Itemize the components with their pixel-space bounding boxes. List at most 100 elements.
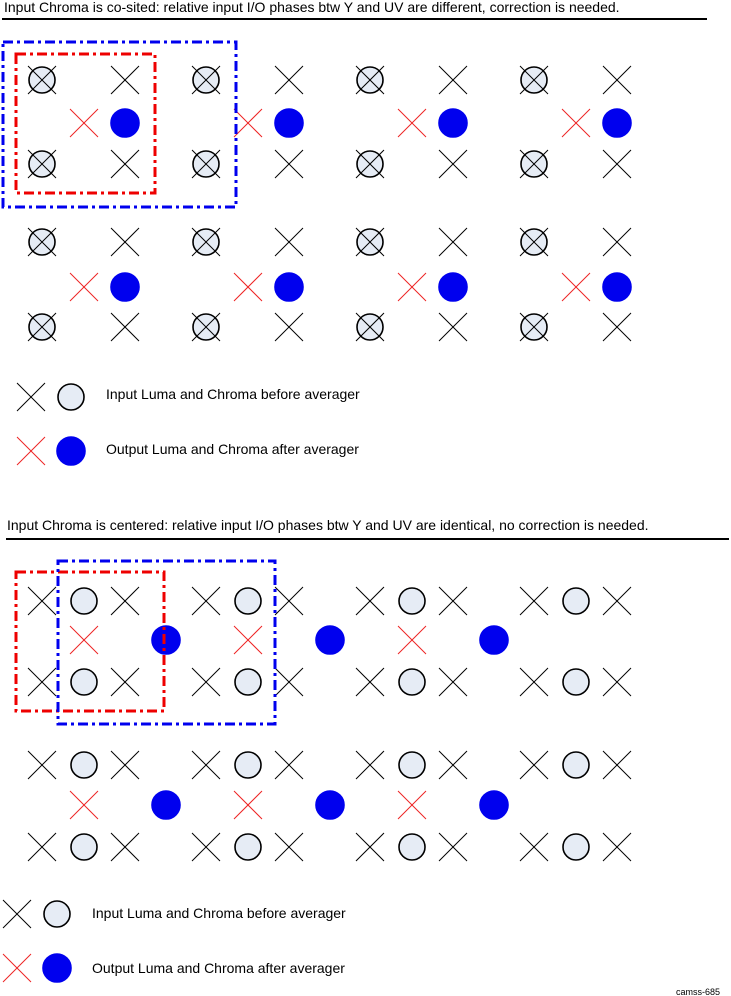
input-luma-sample bbox=[519, 312, 549, 342]
sample-grid bbox=[1, 40, 632, 983]
input-luma-sample bbox=[27, 149, 57, 179]
output-chroma-sample bbox=[274, 108, 304, 138]
input-luma-sample bbox=[110, 750, 140, 780]
input-luma-sample bbox=[27, 586, 57, 616]
output-window-box bbox=[14, 52, 157, 195]
input-chroma-sample bbox=[234, 587, 262, 615]
legend-output-cross-icon bbox=[16, 436, 46, 466]
input-luma-sample bbox=[110, 227, 140, 257]
input-chroma-sample bbox=[70, 587, 98, 615]
input-luma-sample bbox=[191, 667, 221, 697]
input-luma-sample bbox=[519, 586, 549, 616]
input-chroma-sample bbox=[562, 587, 590, 615]
input-luma-sample bbox=[355, 750, 385, 780]
input-chroma-sample bbox=[398, 833, 426, 861]
input-luma-sample bbox=[438, 227, 468, 257]
output-chroma-sample bbox=[315, 625, 345, 655]
legend-output-dot-icon bbox=[42, 953, 72, 983]
input-luma-sample bbox=[438, 667, 468, 697]
input-luma-sample bbox=[191, 750, 221, 780]
output-chroma-sample bbox=[274, 272, 304, 302]
output-chroma-sample bbox=[602, 108, 632, 138]
input-luma-sample bbox=[438, 750, 468, 780]
output-luma-sample bbox=[561, 272, 591, 302]
output-chroma-sample bbox=[438, 272, 468, 302]
input-chroma-sample bbox=[562, 833, 590, 861]
input-luma-sample bbox=[274, 667, 304, 697]
input-luma-sample bbox=[602, 149, 632, 179]
input-luma-sample bbox=[438, 832, 468, 862]
output-chroma-sample bbox=[110, 272, 140, 302]
bottom-legend-output-label: Output Luma and Chroma after averager bbox=[92, 960, 345, 976]
output-luma-sample bbox=[397, 625, 427, 655]
input-luma-sample bbox=[438, 149, 468, 179]
input-luma-sample bbox=[602, 832, 632, 862]
output-luma-sample bbox=[69, 272, 99, 302]
input-luma-sample bbox=[274, 586, 304, 616]
input-luma-sample bbox=[355, 312, 385, 342]
input-chroma-sample bbox=[234, 833, 262, 861]
input-window-box bbox=[1, 40, 238, 209]
input-luma-sample bbox=[110, 312, 140, 342]
input-luma-sample bbox=[191, 832, 221, 862]
output-chroma-sample bbox=[151, 625, 181, 655]
input-luma-sample bbox=[110, 832, 140, 862]
input-luma-sample bbox=[355, 149, 385, 179]
output-chroma-sample bbox=[479, 625, 509, 655]
input-chroma-sample bbox=[562, 668, 590, 696]
input-chroma-sample bbox=[234, 751, 262, 779]
output-luma-sample bbox=[233, 625, 263, 655]
input-luma-sample bbox=[355, 65, 385, 95]
input-luma-sample bbox=[110, 586, 140, 616]
top-legend-input-label: Input Luma and Chroma before averager bbox=[106, 386, 360, 402]
input-chroma-sample bbox=[398, 668, 426, 696]
bottom-title: Input Chroma is centered: relative input… bbox=[7, 517, 649, 533]
input-luma-sample bbox=[355, 832, 385, 862]
input-luma-sample bbox=[274, 832, 304, 862]
output-chroma-sample bbox=[315, 790, 345, 820]
input-luma-sample bbox=[355, 227, 385, 257]
input-luma-sample bbox=[27, 667, 57, 697]
output-luma-sample bbox=[397, 790, 427, 820]
input-chroma-sample bbox=[70, 668, 98, 696]
input-window-box bbox=[56, 559, 277, 726]
output-chroma-sample bbox=[438, 108, 468, 138]
input-luma-sample bbox=[438, 586, 468, 616]
input-luma-sample bbox=[519, 667, 549, 697]
input-luma-sample bbox=[602, 65, 632, 95]
input-luma-sample bbox=[27, 227, 57, 257]
top-legend-output-label: Output Luma and Chroma after averager bbox=[106, 441, 359, 457]
input-luma-sample bbox=[602, 586, 632, 616]
legend-output-cross-icon bbox=[2, 953, 32, 983]
bottom-legend-input-label: Input Luma and Chroma before averager bbox=[92, 905, 346, 921]
input-luma-sample bbox=[27, 312, 57, 342]
output-luma-sample bbox=[69, 108, 99, 138]
output-luma-sample bbox=[69, 625, 99, 655]
input-luma-sample bbox=[191, 586, 221, 616]
input-luma-sample bbox=[110, 65, 140, 95]
output-chroma-sample bbox=[479, 790, 509, 820]
input-luma-sample bbox=[191, 149, 221, 179]
legend-input-cross-icon bbox=[2, 899, 32, 929]
input-chroma-sample bbox=[70, 751, 98, 779]
input-luma-sample bbox=[27, 65, 57, 95]
output-window-box bbox=[14, 570, 166, 713]
output-luma-sample bbox=[233, 790, 263, 820]
input-luma-sample bbox=[602, 750, 632, 780]
input-chroma-sample bbox=[70, 833, 98, 861]
input-luma-sample bbox=[110, 149, 140, 179]
input-luma-sample bbox=[602, 227, 632, 257]
input-luma-sample bbox=[602, 312, 632, 342]
input-luma-sample bbox=[274, 750, 304, 780]
input-luma-sample bbox=[274, 312, 304, 342]
input-luma-sample bbox=[519, 832, 549, 862]
output-luma-sample bbox=[233, 108, 263, 138]
output-luma-sample bbox=[69, 790, 99, 820]
input-luma-sample bbox=[519, 227, 549, 257]
input-luma-sample bbox=[519, 65, 549, 95]
top-title: Input Chroma is co-sited: relative input… bbox=[4, 0, 620, 15]
input-luma-sample bbox=[27, 750, 57, 780]
input-luma-sample bbox=[27, 832, 57, 862]
input-chroma-sample bbox=[234, 668, 262, 696]
